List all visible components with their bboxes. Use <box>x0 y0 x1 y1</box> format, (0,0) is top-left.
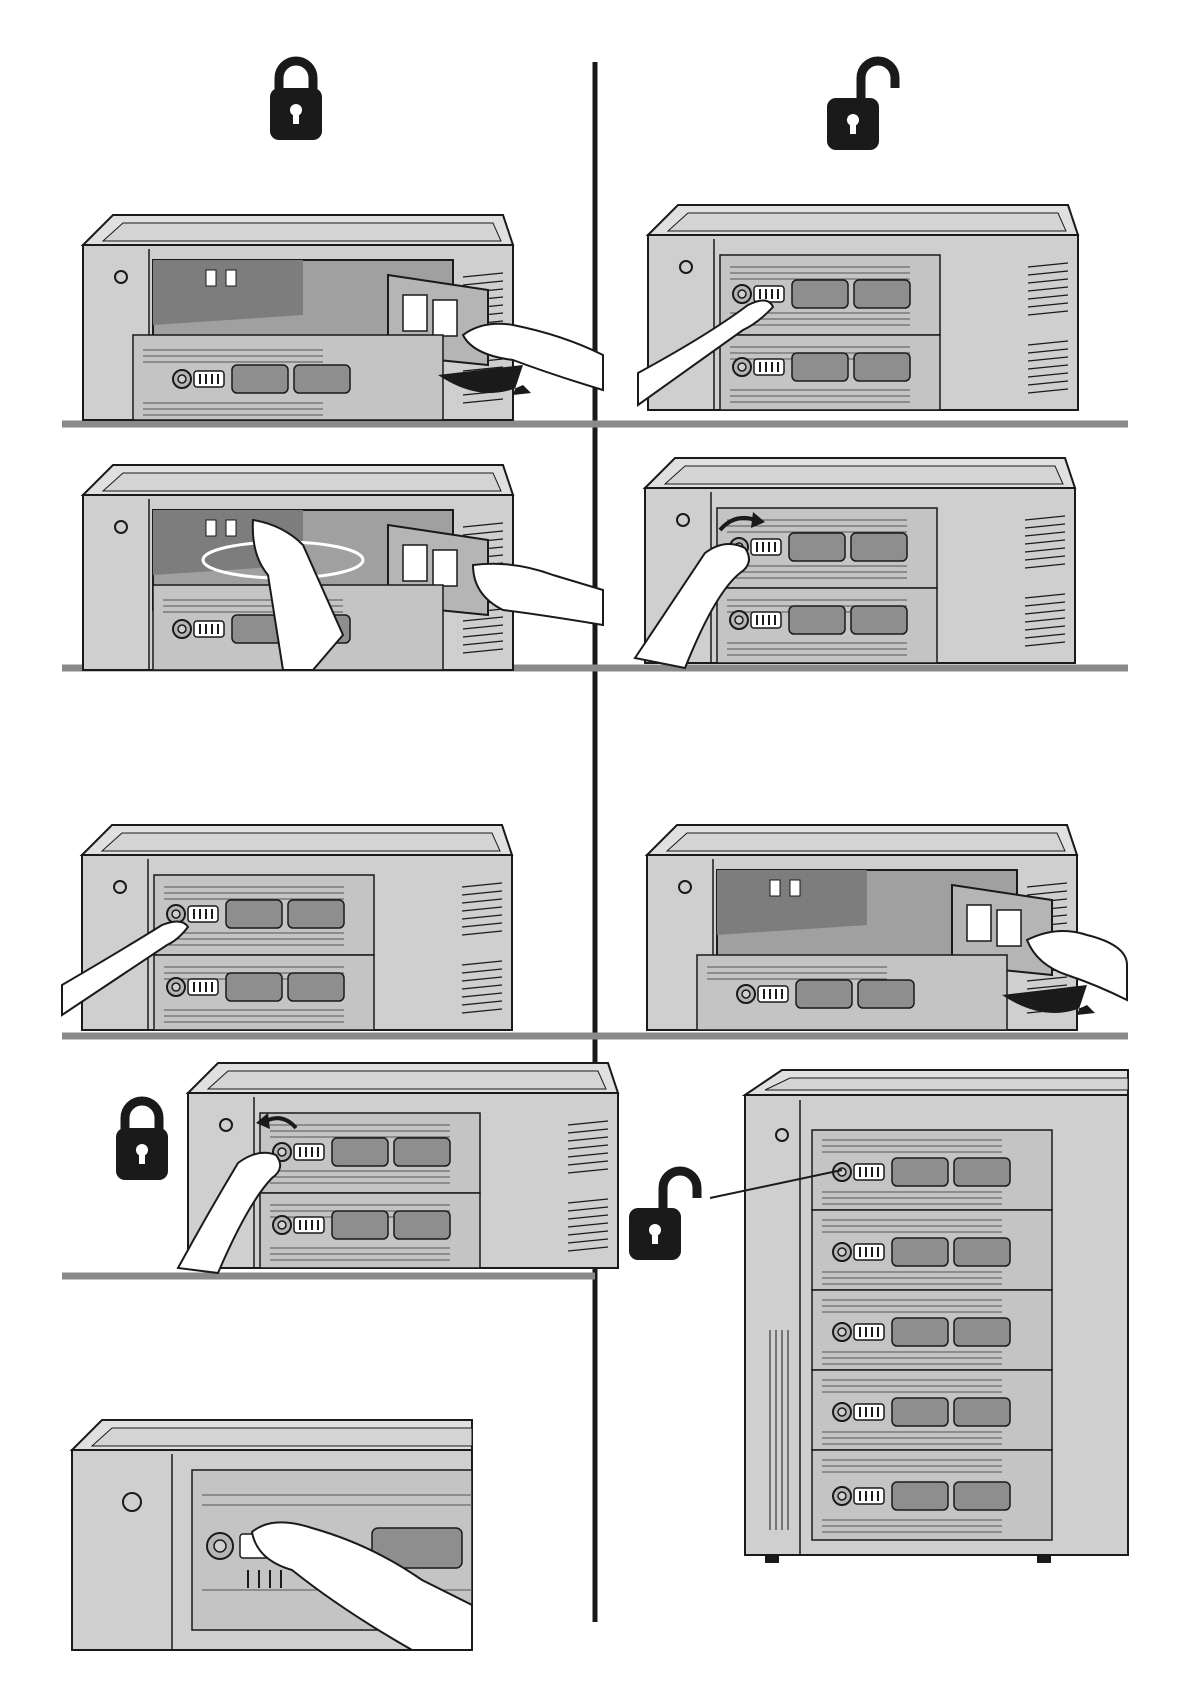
step-right-4 <box>710 1070 1128 1563</box>
lock-open-icon <box>629 1171 697 1260</box>
step-left-2 <box>83 465 603 670</box>
step-left-1 <box>83 215 603 420</box>
step-right-2 <box>635 458 1075 668</box>
step-right-3 <box>647 825 1127 1030</box>
step-left-5 <box>72 1420 472 1650</box>
drawer-stack <box>812 1130 1052 1540</box>
step-right-1 <box>638 205 1078 410</box>
lock-closed-icon <box>116 1101 168 1180</box>
lock-open-icon <box>827 61 895 150</box>
step-left-4 <box>178 1063 618 1273</box>
lock-closed-icon <box>270 61 322 140</box>
step-left-3 <box>62 825 512 1030</box>
